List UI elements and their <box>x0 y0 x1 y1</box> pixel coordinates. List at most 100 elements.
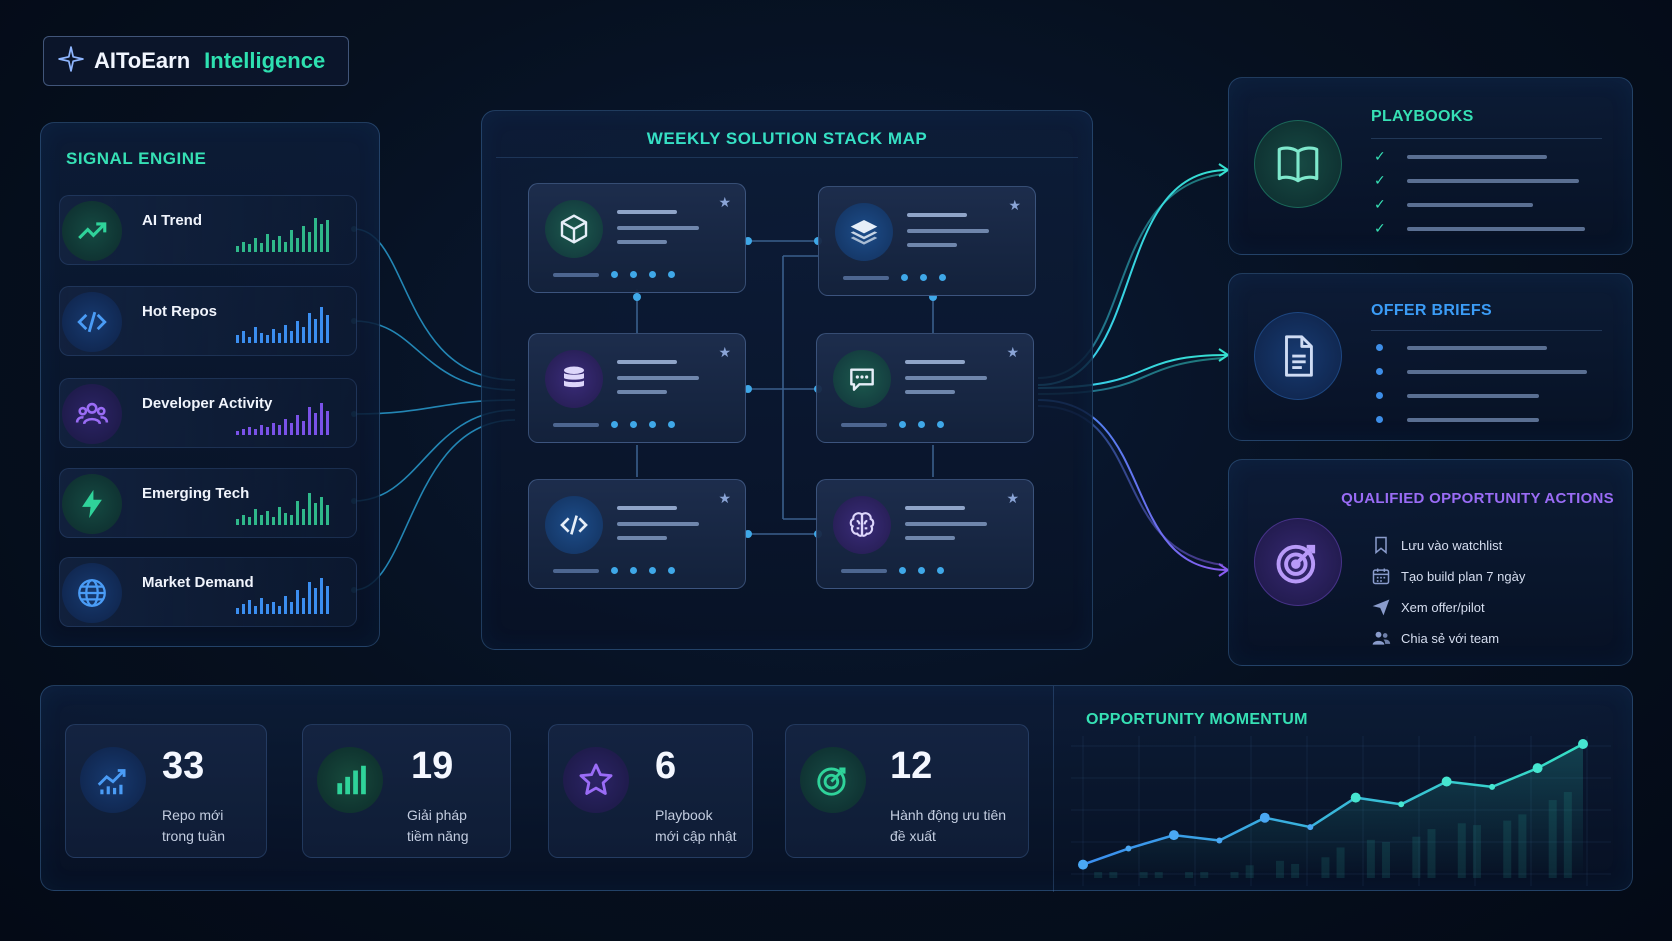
star-icon[interactable]: ★ <box>1006 344 1019 360</box>
signal-sparkbars <box>236 403 329 435</box>
kpi-value: 12 <box>890 745 933 787</box>
momentum-point <box>1259 812 1270 823</box>
document-icon <box>1254 312 1342 400</box>
star-icon[interactable]: ★ <box>1006 490 1019 506</box>
star-icon[interactable]: ★ <box>718 194 731 210</box>
action-label: Chia sẻ với team <box>1401 630 1500 646</box>
momentum-point <box>1216 837 1223 844</box>
signal-item-developer-activity[interactable]: Developer Activity <box>59 378 357 448</box>
momentum-point <box>1489 783 1496 790</box>
kpi-label: Giải pháp tiềm năng <box>407 807 469 844</box>
node-progress-dots <box>843 274 946 281</box>
action-build-plan[interactable]: Tạo build plan 7 ngày <box>1371 566 1525 586</box>
bolt-icon <box>62 474 122 534</box>
bar-chart-icon <box>317 747 383 813</box>
stack-map-title: WEEKLY SOLUTION STACK MAP <box>646 129 928 148</box>
kpi-value: 33 <box>162 745 205 787</box>
action-offer-pilot[interactable]: Xem offer/pilot <box>1371 597 1485 617</box>
signal-label: Hot Repos <box>142 303 217 320</box>
calendar-icon <box>1372 568 1390 585</box>
momentum-point <box>1350 792 1361 803</box>
signal-sparkbars <box>236 493 329 525</box>
node-progress-dots <box>553 567 675 574</box>
code-icon <box>545 496 603 554</box>
kpi-card-solutions[interactable]: 19 Giải pháp tiềm năng <box>302 724 511 858</box>
momentum-area <box>1083 744 1583 878</box>
signal-engine-panel: SIGNAL ENGINE AI Trend Hot Repos Develop… <box>40 122 380 647</box>
offer-briefs-panel[interactable]: OFFER BRIEFS <box>1228 273 1633 441</box>
signal-item-ai-trend[interactable]: AI Trend <box>59 195 357 265</box>
signal-engine-title: SIGNAL ENGINE <box>66 149 207 168</box>
brand-accent: Intelligence <box>204 48 326 73</box>
stack-node-brain[interactable]: ★ <box>816 479 1034 589</box>
bookmark-icon <box>1375 536 1387 555</box>
trend-up-icon <box>62 201 122 261</box>
kpi-card-actions[interactable]: 12 Hành động ưu tiên đề xuất <box>785 724 1029 858</box>
signal-item-emerging-tech[interactable]: Emerging Tech <box>59 468 357 538</box>
node-progress-dots <box>841 421 944 428</box>
signal-label: Developer Activity <box>142 395 273 412</box>
action-label: Tạo build plan 7 ngày <box>1401 568 1526 584</box>
action-label: Lưu vào watchlist <box>1401 537 1503 553</box>
momentum-divider <box>1053 686 1054 892</box>
momentum-point <box>1398 801 1405 808</box>
target-icon <box>800 747 866 813</box>
momentum-point <box>1578 739 1588 749</box>
star-icon[interactable]: ★ <box>718 490 731 506</box>
signal-label: AI Trend <box>142 212 203 229</box>
node-progress-dots <box>841 567 944 574</box>
offer-briefs-title: OFFER BRIEFS <box>1371 302 1492 319</box>
signal-label: Market Demand <box>142 574 254 591</box>
action-share-team[interactable]: Chia sẻ với team <box>1371 628 1499 648</box>
layers-icon <box>835 203 893 261</box>
stack-node-layers[interactable]: ★ <box>818 186 1036 296</box>
actions-title: QUALIFIED OPPORTUNITY ACTIONS <box>1341 490 1614 507</box>
kpi-panel: 33 Repo mới trong tuần 19 Giải pháp tiềm… <box>40 685 1633 892</box>
brain-icon <box>833 496 891 554</box>
kpi-label: Playbook mới cập nhật <box>655 807 737 844</box>
signal-label: Emerging Tech <box>142 485 250 502</box>
users-icon <box>62 384 122 444</box>
signal-item-hot-repos[interactable]: Hot Repos <box>59 286 357 356</box>
signal-sparkbars <box>236 307 329 343</box>
playbooks-panel[interactable]: PLAYBOOKS ✓ ✓ ✓ ✓ <box>1228 77 1633 255</box>
code-icon <box>62 292 122 352</box>
kpi-value: 19 <box>411 745 454 787</box>
signal-item-market-demand[interactable]: Market Demand <box>59 557 357 627</box>
chat-icon <box>833 350 891 408</box>
globe-icon <box>62 563 122 623</box>
momentum-point <box>1125 845 1132 852</box>
kpi-card-new-repos[interactable]: 33 Repo mới trong tuần <box>65 724 267 858</box>
stack-node-chat[interactable]: ★ <box>816 333 1034 443</box>
stack-node-database[interactable]: ★ <box>528 333 746 443</box>
kpi-label: Repo mới trong tuần <box>162 807 226 844</box>
target-icon <box>1254 518 1342 606</box>
star-icon[interactable]: ★ <box>718 344 731 360</box>
send-icon <box>1372 599 1390 616</box>
stack-node-code[interactable]: ★ <box>528 479 746 589</box>
node-progress-dots <box>553 421 675 428</box>
brand-name: AIToEarn <box>94 48 191 73</box>
app-logo[interactable]: AIToEarn Intelligence <box>43 36 349 86</box>
signal-sparkbars <box>236 578 329 614</box>
momentum-point <box>1307 824 1314 831</box>
cube-icon <box>545 200 603 258</box>
title-divider <box>496 157 1078 158</box>
momentum-point <box>1078 859 1088 870</box>
stack-map-panel: WEEKLY SOLUTION STACK MAP ★ <box>481 110 1093 650</box>
trend-chart-icon <box>80 747 146 813</box>
momentum-title: OPPORTUNITY MOMENTUM <box>1086 711 1308 728</box>
momentum-line <box>1082 742 1584 866</box>
kpi-card-playbooks[interactable]: 6 Playbook mới cập nhật <box>548 724 753 858</box>
opportunity-actions-panel: QUALIFIED OPPORTUNITY ACTIONS Lưu vào wa… <box>1228 459 1633 666</box>
momentum-point <box>1532 763 1543 774</box>
playbooks-title: PLAYBOOKS <box>1371 108 1474 125</box>
action-label: Xem offer/pilot <box>1401 599 1485 615</box>
star-icon[interactable]: ★ <box>1008 197 1021 213</box>
sparkle-icon <box>58 45 84 77</box>
stack-node-cube[interactable]: ★ <box>528 183 746 293</box>
book-icon <box>1254 120 1342 208</box>
kpi-value: 6 <box>655 745 677 787</box>
signal-sparkbars <box>236 218 329 252</box>
action-watchlist[interactable]: Lưu vào watchlist <box>1371 535 1502 555</box>
